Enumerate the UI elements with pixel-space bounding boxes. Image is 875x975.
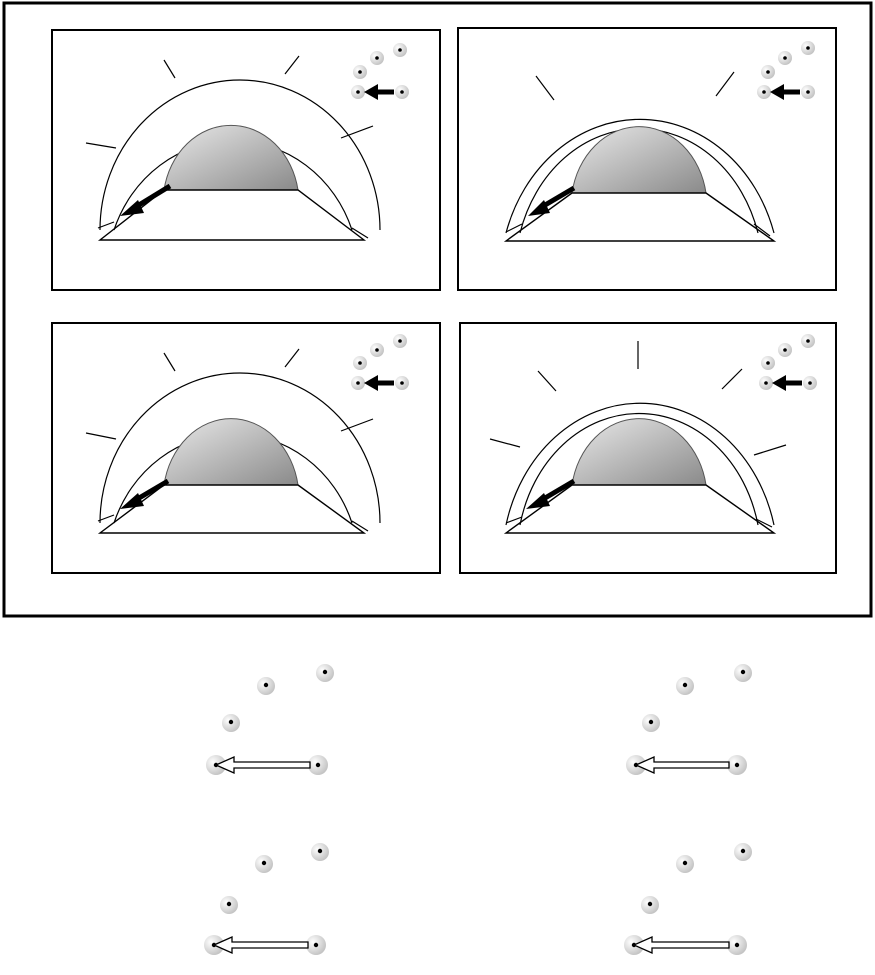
hollow-arrow-icon bbox=[636, 757, 729, 773]
dot-group-2 bbox=[626, 664, 752, 775]
panel-bottom-left bbox=[52, 323, 440, 573]
dot-group-3 bbox=[204, 843, 329, 955]
panel-top-right bbox=[458, 28, 836, 290]
hollow-arrow-icon bbox=[634, 937, 729, 953]
panel-bottom-right bbox=[460, 323, 836, 573]
panel-top-left bbox=[52, 30, 440, 290]
hollow-arrow-icon bbox=[216, 757, 310, 773]
dot-group-1 bbox=[206, 664, 334, 775]
dot-group-4 bbox=[624, 843, 752, 955]
hollow-arrow-icon bbox=[214, 937, 308, 953]
